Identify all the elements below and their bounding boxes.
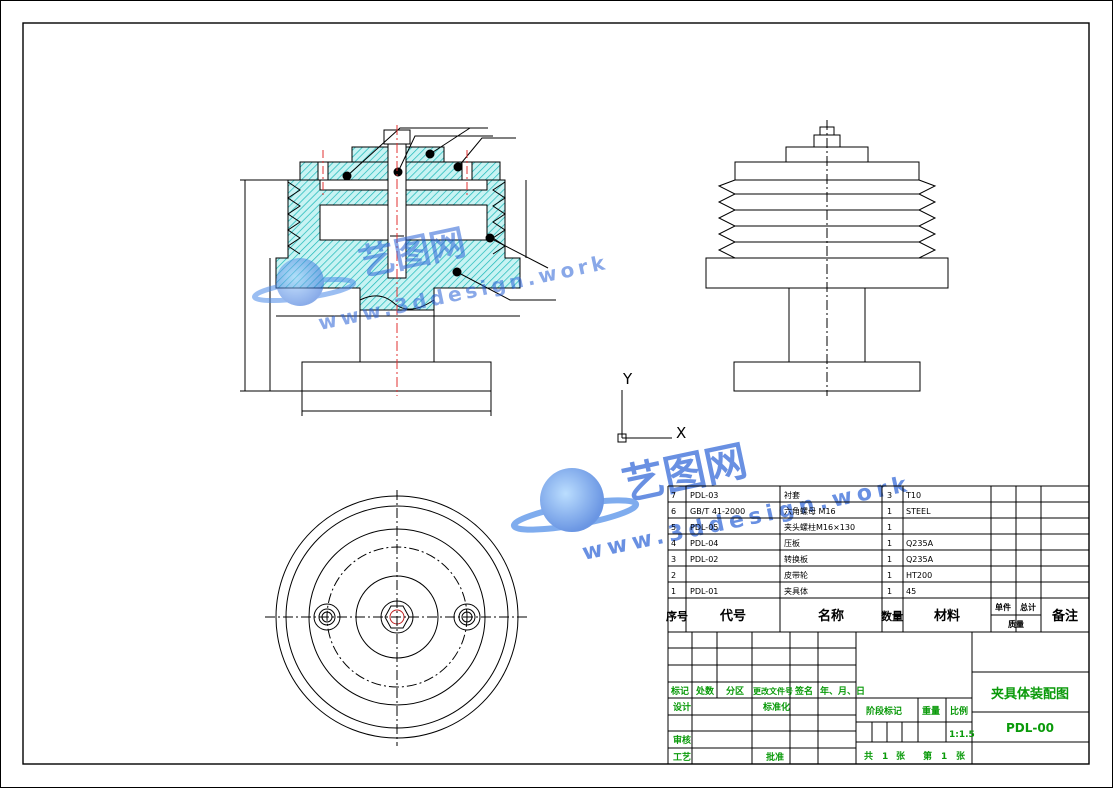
bom-row-material: T10 — [905, 491, 921, 500]
bom-row-qty: 1 — [887, 587, 892, 596]
drawing-number: PDL-00 — [1006, 721, 1054, 735]
sheets-current: 1 — [941, 752, 947, 762]
ucs-axes-icon — [617, 390, 672, 443]
bom-row-name: 衬套 — [784, 490, 800, 500]
bom-header-name: 名称 — [818, 608, 844, 624]
label-stage: 阶段标记 — [866, 705, 902, 717]
title-block-labels: 标记 处数 分区 更改文件号 签名 年、月、日 设计 标准化 审核 工艺 批准 … — [670, 685, 1069, 763]
bom-row-no: 4 — [671, 539, 676, 548]
bom-header-material: 材料 — [934, 608, 960, 624]
bom-row-name: 夹头螺柱M16×130 — [784, 522, 855, 532]
bom-row-material: STEEL — [906, 507, 931, 516]
sheets-total-prefix: 共 — [864, 750, 873, 762]
label-sign: 签名 — [794, 685, 813, 697]
bom-row-name: 皮带轮 — [784, 570, 808, 580]
bom-header-code: 代号 — [719, 608, 746, 624]
bom-row-code: PDL-04 — [690, 539, 718, 548]
bom-row-name: 六角螺母 M16 — [784, 506, 836, 516]
side-view — [705, 120, 949, 396]
bom-row-no: 6 — [671, 507, 676, 516]
bom-row-no: 3 — [671, 555, 676, 564]
bom-header-total: 总计 — [1020, 602, 1036, 612]
label-approve: 批准 — [766, 751, 784, 763]
bom-row-material: 45 — [906, 587, 916, 596]
bom-row-no: 1 — [671, 587, 676, 596]
drawing-name: 夹具体装配图 — [991, 686, 1069, 702]
bom-row-qty: 1 — [887, 555, 892, 564]
bom-header-unit: 单件 — [995, 602, 1011, 612]
bom-header-qty: 数量 — [881, 609, 903, 623]
title-block — [667, 631, 1090, 765]
label-standard: 标准化 — [762, 701, 790, 713]
sheets-current-unit: 张 — [956, 750, 966, 762]
label-mark: 标记 — [670, 685, 689, 697]
bom-row-qty: 1 — [887, 523, 892, 532]
bom-row-no: 5 — [671, 523, 676, 532]
bom-row-code: PDL-05 — [690, 523, 718, 532]
bom-row-no: 7 — [671, 491, 676, 500]
bom-row-name: 转换板 — [784, 554, 808, 564]
bom-row-material: HT200 — [906, 571, 932, 580]
label-doc-no: 更改文件号 — [753, 686, 793, 696]
bom-row-name: 夹具体 — [784, 586, 808, 596]
bom-header-weight: 质量 — [1008, 619, 1024, 629]
top-view — [265, 490, 530, 746]
bom-row-qty: 3 — [887, 491, 892, 500]
bom-row-no: 2 — [671, 571, 676, 580]
bom-row-qty: 1 — [887, 539, 892, 548]
bom-row-qty: 1 — [887, 507, 892, 516]
bom-row-material: Q235A — [906, 539, 934, 548]
label-date: 年、月、日 — [820, 685, 865, 697]
bom-row-code: PDL-02 — [690, 555, 718, 564]
x-axis-label: X — [676, 424, 686, 442]
bom-row-code: PDL-03 — [690, 491, 718, 500]
sheets-current-prefix: 第 — [923, 750, 932, 762]
y-axis-label: Y — [622, 370, 633, 388]
bom-row-code: GB/T 41-2000 — [690, 507, 745, 516]
sheets-total: 1 — [882, 752, 888, 762]
label-count: 处数 — [695, 685, 715, 697]
bom-header-remark: 备注 — [1051, 608, 1078, 624]
bom-row-qty: 1 — [887, 571, 892, 580]
sheets-unit: 张 — [896, 750, 906, 762]
bom-header-no: 序号 — [666, 609, 688, 623]
bom-row-material: Q235A — [906, 555, 934, 564]
label-design: 设计 — [673, 701, 691, 713]
label-zone: 分区 — [726, 685, 744, 697]
label-check: 审核 — [673, 734, 691, 746]
label-scale: 比例 — [950, 705, 968, 717]
label-process: 工艺 — [673, 751, 691, 763]
label-weight: 重量 — [922, 705, 940, 717]
bom-row-code: PDL-01 — [690, 587, 718, 596]
bom-row-name: 压板 — [784, 538, 800, 548]
inner-frame — [22, 22, 1090, 765]
scale-value: 1:1.5 — [949, 730, 975, 740]
